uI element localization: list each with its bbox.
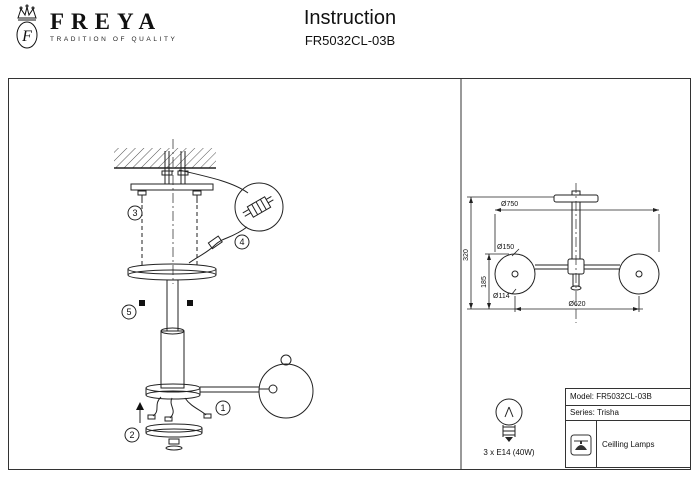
stem-assembly: [160, 279, 185, 389]
model-number: FR5032CL-03B: [304, 33, 396, 48]
spec-box: Model: FR5032CL-03B Series: Trisha Ceill…: [565, 388, 691, 468]
title-block: Instruction FR5032CL-03B: [0, 7, 700, 48]
bulb-spec-label: 3 x E14 (40W): [483, 448, 534, 457]
step-5-label: 5: [126, 307, 131, 317]
canopy-wire: [188, 226, 248, 264]
spec-category-row: Ceilling Lamps: [566, 421, 690, 468]
step-3-label: 3: [132, 208, 137, 218]
hub-plate: [145, 383, 201, 400]
spec-model: Model: FR5032CL-03B: [566, 389, 690, 406]
installation-diagram: [114, 139, 314, 451]
step-2-marker: 2: [124, 427, 140, 443]
category-label: Ceilling Lamps: [602, 440, 655, 449]
step-2-label: 2: [129, 430, 134, 440]
dim-shade-height: 185: [481, 276, 488, 288]
mounting-plate: [130, 183, 214, 203]
up-arrow: [136, 402, 144, 423]
dimension-diagram: [467, 183, 660, 323]
dim-span: Ø620: [568, 301, 585, 308]
dimension-lines: [467, 196, 660, 312]
terminal-block-detail: [234, 182, 284, 232]
freya-logo: F FREYA TRADITION OF QUALITY: [10, 4, 177, 52]
fixture-front-view: [494, 190, 660, 295]
dim-shade-diameter: Ø150: [497, 244, 514, 251]
step-4-label: 4: [239, 237, 244, 247]
spec-series: Series: Trisha: [566, 406, 690, 421]
brand-name: FREYA: [50, 9, 163, 34]
ceiling-lamp-icon: [570, 434, 592, 455]
dim-overall-width: Ø750: [501, 201, 518, 208]
header: F FREYA TRADITION OF QUALITY Instruction…: [0, 0, 700, 78]
canopy-screw-right: [187, 300, 193, 306]
brand-tagline: TRADITION OF QUALITY: [50, 36, 178, 43]
dim-shade-opening: Ø114: [493, 293, 510, 300]
supply-wire: [178, 169, 249, 194]
technical-drawing: 3 4 5 1 2: [114, 79, 660, 469]
dim-overall-height: 320: [463, 249, 470, 261]
step-4-marker: 4: [234, 234, 250, 250]
freya-monogram: F: [21, 28, 32, 45]
step-5-marker: 5: [121, 304, 137, 320]
glass-shade: [258, 354, 314, 419]
freya-crest-icon: F: [16, 4, 38, 49]
bulb-icon: [495, 398, 523, 442]
step-3-marker: 3: [127, 205, 143, 221]
step-1-label: 1: [220, 403, 225, 413]
canopy-screw-left: [139, 300, 145, 306]
lamp-arm: [200, 386, 259, 393]
bottom-cover: [145, 423, 203, 451]
page-title: Instruction: [303, 7, 397, 29]
wire-connector: [207, 235, 223, 250]
ceiling-canopy: [127, 263, 217, 281]
diagram-panel: 3 4 5 1 2: [8, 78, 691, 470]
brand-text: FREYA TRADITION OF QUALITY: [50, 4, 177, 43]
step-1-marker: 1: [215, 400, 231, 416]
category-icon-cell: [566, 421, 597, 468]
lamp-wires: [147, 396, 212, 422]
